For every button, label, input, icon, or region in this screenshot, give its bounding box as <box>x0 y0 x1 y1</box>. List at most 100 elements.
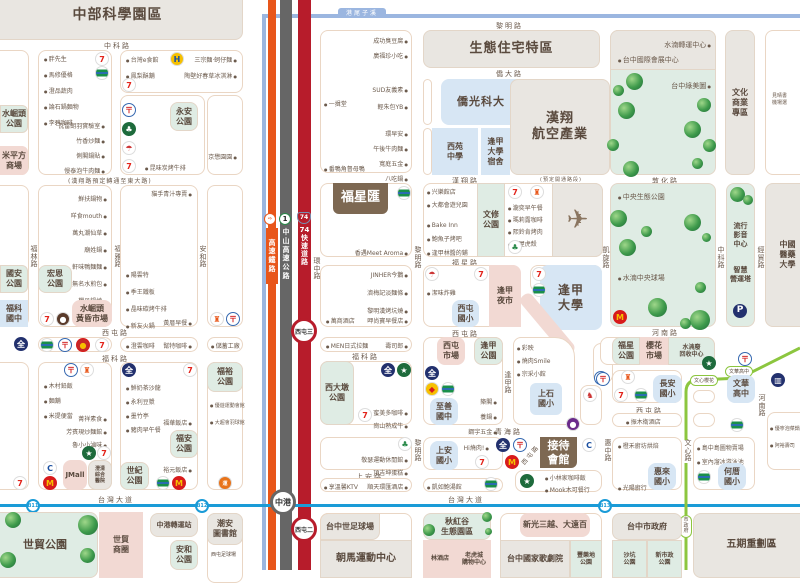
poi-item[interactable]: 逢甲林醬的鋪 <box>427 248 468 257</box>
poi-item[interactable]: 午後牛肉麵 <box>373 144 408 153</box>
poi-item[interactable]: 福華飯店 <box>163 418 192 427</box>
poi-item[interactable]: 環早安 <box>385 129 408 138</box>
poi-item[interactable]: 鮮奶茶沙龍 <box>126 383 161 392</box>
poi-item[interactable]: 瓦雷朗羽實驗室 <box>58 121 105 130</box>
poi-item[interactable]: 京懋園園 <box>208 152 237 161</box>
poi-item[interactable]: Mook木可餐行 <box>545 485 590 494</box>
poi-item[interactable]: 永利豆漿 <box>126 397 161 406</box>
poi-item[interactable]: 潔味炸雞 <box>427 288 456 297</box>
poi-item[interactable]: 蜜美多咖啡 <box>373 408 408 417</box>
poi-item[interactable]: 鮑魚子烤吧 <box>427 234 468 243</box>
poi-item[interactable]: 新友火鍋 <box>126 321 167 330</box>
poi-item[interactable]: 胖先生 <box>44 54 79 63</box>
poi-item[interactable]: 八吃鍋 <box>385 174 408 183</box>
poi-item[interactable]: 中央生態公園 <box>618 192 665 202</box>
poi-item[interactable]: 享溫馨KTV <box>324 482 358 491</box>
poi-item[interactable]: 寬庭五金 <box>379 159 408 168</box>
poi-item[interactable]: 小林家咖啡飯 <box>545 473 590 482</box>
poi-item[interactable]: 黎明漢烤坑燒 <box>367 306 408 315</box>
station-wenxin-sakura[interactable]: 文心櫻花 <box>690 375 719 386</box>
poi-item[interactable]: 水湳轉運中心 <box>664 40 711 50</box>
poi-item[interactable]: 季王鐵板 <box>126 287 167 296</box>
poi-item[interactable]: 無名水煎包 <box>72 279 107 288</box>
poi-item[interactable]: 成功臭豆腐 <box>373 36 408 45</box>
poi-item[interactable]: 光陽廚行 <box>618 483 647 492</box>
poi-item[interactable]: 橙禾廚坊烘焙 <box>618 441 659 450</box>
poi-item[interactable]: 壽司郎 <box>385 341 408 350</box>
poi-item[interactable]: 三宗麵·蚵仔麵 <box>194 55 237 64</box>
poi-item[interactable]: 米提便當 <box>44 411 73 420</box>
poi-item[interactable]: 萬丸潮仙草 <box>72 228 107 237</box>
poi-item[interactable]: MEN日式拉麵 <box>326 341 368 350</box>
poi-item[interactable]: 澄品蔬肉 <box>44 86 79 95</box>
poi-item[interactable]: 大超會羽球館 <box>210 419 245 426</box>
poi-item[interactable]: 頂吉坤蛋糕 <box>373 468 408 477</box>
poi-item[interactable]: 廟姓鍋 <box>84 245 107 254</box>
poi-item[interactable]: 俐閣鍋貼 <box>76 151 105 160</box>
poi-item[interactable]: 台中綠美圖 <box>671 81 711 91</box>
poi-item[interactable]: 宗采小館 <box>517 369 550 378</box>
station-b11[interactable]: B11 <box>26 499 40 513</box>
poi-item[interactable]: 一揖堂 <box>324 99 347 108</box>
poi-item[interactable]: 廣福珍小吃 <box>373 51 408 60</box>
interchange-zhonggang[interactable]: 中港 <box>270 489 296 515</box>
poi-item[interactable]: 熙鈴肯烤肉 <box>508 227 543 236</box>
poi-item[interactable]: 瑪莉露咖啡 <box>508 215 543 224</box>
poi-item[interactable]: Bake Inn <box>427 222 468 229</box>
poi-item[interactable]: 番鴨角督母鴨 <box>324 164 365 173</box>
poi-item[interactable]: 澄雲咖啡 <box>126 341 155 350</box>
poi-item[interactable]: 崗山熟成牛 <box>373 421 408 430</box>
poi-item[interactable]: 裕元飯店 <box>163 465 192 474</box>
poi-item[interactable]: 阿裕壽司 <box>770 442 800 449</box>
poi-item[interactable]: 馬修優格 <box>44 70 79 79</box>
poi-item[interactable]: 大都會遊兒園 <box>427 200 468 209</box>
poi-item[interactable]: 軒味鴨麵麵 <box>72 262 107 271</box>
poi-item[interactable]: 水湳中央球場 <box>618 273 665 283</box>
poi-item[interactable]: 築閣 <box>480 397 497 406</box>
poi-item[interactable]: 黃厝早餐 <box>163 318 192 327</box>
poi-item[interactable]: 麵屋虎殼 <box>508 239 543 248</box>
station-b12[interactable]: B12 <box>195 499 209 513</box>
poi-item[interactable]: 優寧泡菜鍋 <box>770 425 800 432</box>
poi-item[interactable]: 晶味碳烤牛排 <box>126 304 167 313</box>
poi-item[interactable]: 振木衛酒店 <box>626 417 661 426</box>
poi-item[interactable]: 養鍋 <box>480 412 497 421</box>
poi-item[interactable]: 香遇Meet Aroma <box>355 248 408 257</box>
poi-item[interactable]: 麵舖 <box>44 396 73 405</box>
poi-item[interactable]: 鮮扶鍋物 <box>78 194 107 203</box>
poi-item[interactable]: 台中國際會展中心 <box>618 55 679 65</box>
station-b13[interactable]: B13 <box>598 499 612 513</box>
poi-item[interactable]: 論石鍋麵物 <box>44 102 79 111</box>
poi-item[interactable]: 順天環匯酒店 <box>367 482 408 491</box>
poi-item[interactable]: 兴樂館店 <box>427 187 468 196</box>
poi-item[interactable]: 凱如鮑湯館 <box>427 482 462 491</box>
poi-item[interactable]: 呷尚寶早餐店 <box>367 316 408 325</box>
poi-item[interactable]: 陽雲特 <box>126 270 167 279</box>
poi-item[interactable]: 瀧奕早午餐 <box>508 203 543 212</box>
poi-item[interactable]: 燒肉Smile <box>517 356 551 365</box>
parking-icon[interactable]: P <box>733 304 747 318</box>
poi-item[interactable]: 敬瑟運動休閒館 <box>361 455 408 464</box>
poi-item[interactable]: 彩映 <box>517 343 550 352</box>
poi-item[interactable]: 輕朱包YB <box>377 102 408 111</box>
poi-item[interactable]: 豬肉早午餐 <box>126 425 161 434</box>
poi-item[interactable]: JINHER今鵝 <box>371 270 408 279</box>
poi-item[interactable]: Hi燒肉! <box>464 443 489 452</box>
poi-item[interactable]: 萬商酒店 <box>326 316 355 325</box>
poi-item[interactable]: 島中島圖物賣場 <box>697 443 744 452</box>
poi-item[interactable]: 濟梅記淡麵條 <box>367 288 408 297</box>
poi-item[interactable]: 菁祥素食 <box>78 414 107 423</box>
poi-item[interactable]: 儲蓄工廠 <box>211 341 240 350</box>
interchange-xitun3[interactable]: 西屯三 <box>291 318 317 344</box>
poi-item[interactable]: 魯小小滷味 <box>72 440 107 449</box>
poi-item[interactable]: 竹香炒麵 <box>76 136 105 145</box>
poi-item[interactable]: SUD友義素 <box>372 85 408 94</box>
poi-item[interactable]: 墨竹亭 <box>126 411 161 420</box>
poi-item[interactable]: 咩食mouth <box>71 211 107 220</box>
poi-item[interactable]: 幫特咖啡 <box>163 341 192 350</box>
poi-item[interactable]: 貓手青汁專賣 <box>151 189 192 198</box>
poi-item[interactable]: 鳳梨酥舖 <box>126 71 158 80</box>
poi-item[interactable]: 台灣e食館 <box>126 55 159 64</box>
poi-item[interactable]: 陶壁好春草冰淇淋 <box>184 71 237 80</box>
station-city-hall[interactable]: 市政府 <box>680 515 692 538</box>
